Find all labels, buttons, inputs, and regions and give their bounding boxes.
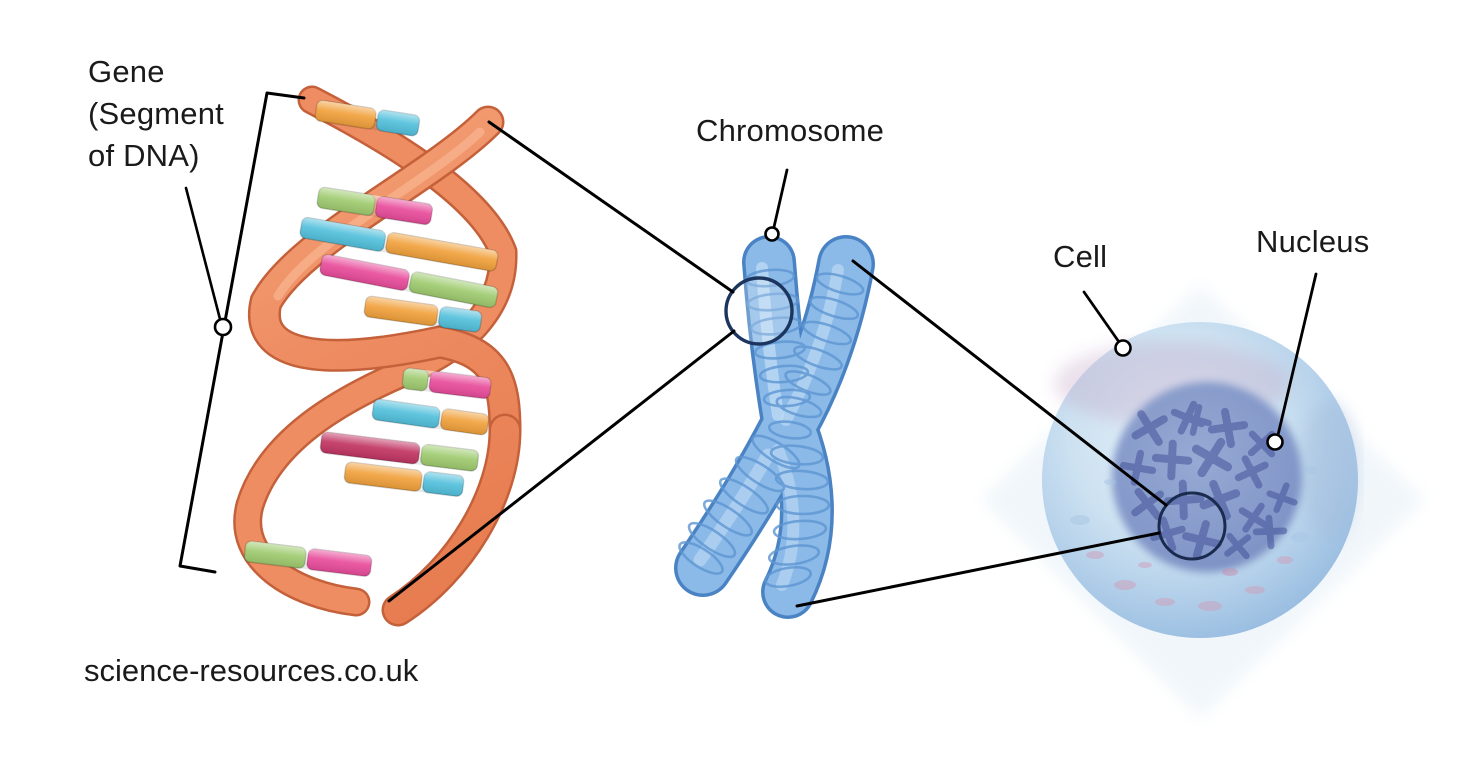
- chromosome-marker-dot: [764, 226, 780, 242]
- chromosome-label: Chromosome: [696, 113, 884, 148]
- cell-marker-dot: [1114, 339, 1132, 357]
- base-pair: [316, 186, 434, 226]
- nucleus-marker-dot: [1266, 433, 1284, 451]
- chromosome-to-nucleus-top-line: [851, 259, 1168, 507]
- base-pair: [314, 99, 421, 137]
- base-pair: [319, 431, 480, 472]
- nucleus-label: Nucleus: [1256, 224, 1369, 259]
- cell-right-tint: [1302, 400, 1358, 540]
- cell-speckles: [1070, 466, 1319, 611]
- dna-helix-illustration: [233, 85, 522, 627]
- cell-label: Cell: [1053, 239, 1107, 274]
- dna-base-pairs: [243, 99, 499, 577]
- gene-leader-line: [184, 186, 222, 321]
- gene-label-line1: Gene: [88, 54, 165, 89]
- gene-label-line3: of DNA): [88, 138, 200, 173]
- chromosome-zoom-circle: [724, 276, 794, 346]
- nucleus-leader-line: [1276, 272, 1318, 437]
- dna-to-chromosome-top-line: [487, 120, 735, 294]
- base-pair: [243, 540, 373, 577]
- chromosome-to-nucleus-bottom-line: [795, 531, 1161, 608]
- base-pair: [401, 367, 492, 400]
- dna-to-chromosome-bottom-line: [387, 329, 736, 603]
- gene-marker-dot: [213, 317, 233, 337]
- cell-illustration: [982, 285, 1425, 718]
- base-pair: [319, 254, 499, 309]
- cell-leader-line: [1082, 290, 1121, 344]
- base-pair: [371, 398, 490, 436]
- chromosome-illustration: [674, 235, 875, 619]
- dna-front-strand-tail: [381, 413, 522, 627]
- base-pair: [363, 295, 483, 333]
- watermark-text: science-resources.co.uk: [84, 653, 419, 688]
- chromosome-leader-line: [772, 168, 789, 229]
- base-pair: [343, 461, 465, 497]
- nucleus-zoom-circle: [1157, 491, 1227, 561]
- chromosome-coils: [678, 268, 865, 589]
- base-pair: [299, 216, 499, 272]
- gene-label-line2: (Segment: [88, 96, 224, 131]
- connector-lines: [178, 91, 1318, 608]
- diagram-labels: Gene (Segment of DNA) Chromosome Cell Nu…: [84, 54, 1369, 688]
